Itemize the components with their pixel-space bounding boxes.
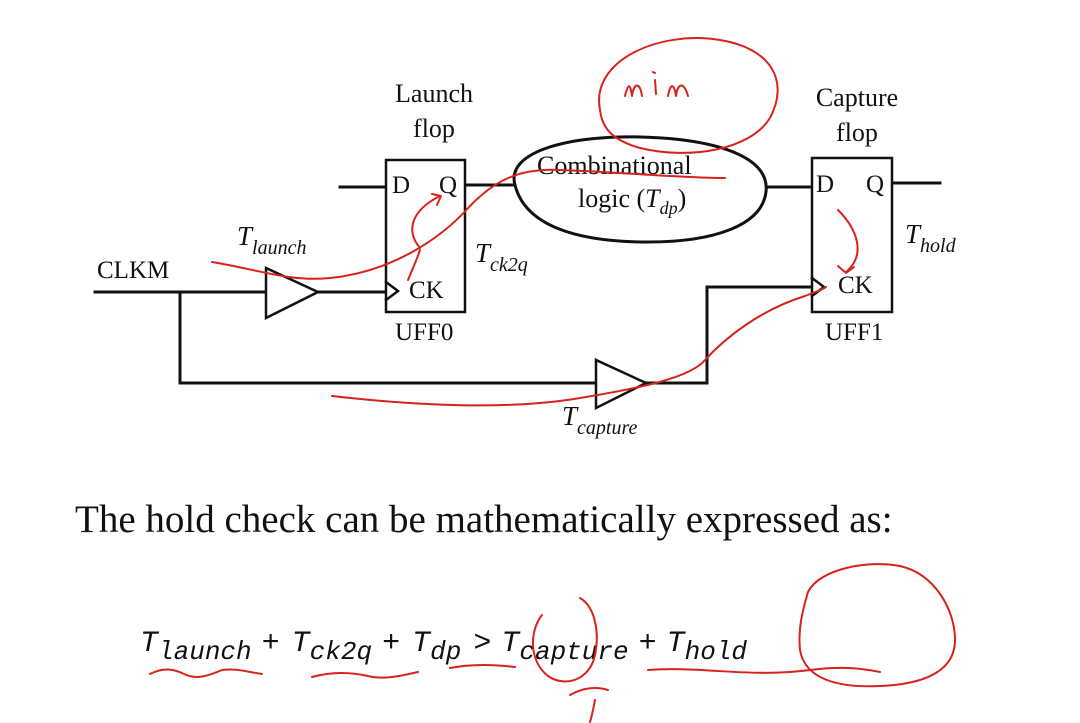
gt-sign-mark [569, 686, 609, 723]
hold-term-circle [798, 563, 956, 688]
launch-flop-name: UFF0 [395, 319, 453, 346]
capture-buffer-to-ck-wire [644, 285, 814, 385]
capture-flop: D Q CK [810, 156, 894, 314]
capture-clock-branch-wire [178, 290, 598, 385]
ck2q-arc-left [411, 195, 441, 249]
t-launch-label: Tlaunch [237, 221, 306, 259]
t-hold-label: Thold [905, 219, 957, 257]
capture-path-annotation [331, 286, 827, 407]
launch-flop: D Q CK [384, 158, 467, 314]
hold-check-caption: The hold check can be mathematically exp… [75, 498, 893, 541]
ck2q-arc-tail [407, 249, 421, 281]
launch-clock-buffer [264, 266, 321, 321]
hold-arc [837, 209, 859, 273]
combinational-logic: Combinational logic (Tdp) [512, 135, 768, 244]
uff1-ck-pin: CK [838, 272, 873, 299]
hold-arc-tip [837, 265, 855, 274]
underline-capture [647, 666, 881, 674]
t-capture-label: Tcapture [562, 401, 638, 439]
capture-clock-triangle-icon [810, 276, 827, 298]
capture-clock-buffer [594, 358, 649, 411]
underline-dp [449, 663, 516, 669]
launch-clock-triangle-icon [384, 280, 401, 302]
ck2q-arrow-tip [431, 193, 442, 206]
uff0-ck-pin: CK [409, 277, 444, 304]
uff1-d-pin: D [816, 171, 834, 198]
capture-flop-name: UFF1 [825, 319, 883, 346]
uff0-q-pin: Q [439, 172, 457, 199]
logic-line2: logic (Tdp) [578, 184, 686, 218]
capture-flop-box [810, 156, 894, 314]
mim-handwriting [624, 71, 689, 97]
circuit-wires [93, 181, 942, 385]
handwritten-annotations [149, 37, 956, 723]
t-ck2q-label: Tck2q [475, 238, 528, 276]
launch-path-annotation [211, 168, 726, 280]
uff1-q-pin: Q [866, 171, 884, 198]
clock-source-label: CLKM [97, 257, 169, 284]
uff0-d-pin: D [392, 172, 410, 199]
underline-launch [149, 668, 263, 678]
capture-flop-title-line2: flop [836, 118, 878, 147]
launch-flop-title-line2: flop [413, 114, 455, 143]
launch-flop-box [384, 158, 467, 314]
capture-flop-title-line1: Capture [816, 83, 898, 112]
hold-check-equation: Tlaunch+Tck2q+Tdp>Tcapture+Thold [140, 627, 747, 667]
launch-flop-title-line1: Launch [395, 79, 473, 108]
logic-cloud-shape [512, 135, 768, 244]
underline-ck2q [311, 671, 419, 679]
mim-circle [598, 37, 779, 154]
gt-sign-circle [531, 597, 598, 683]
